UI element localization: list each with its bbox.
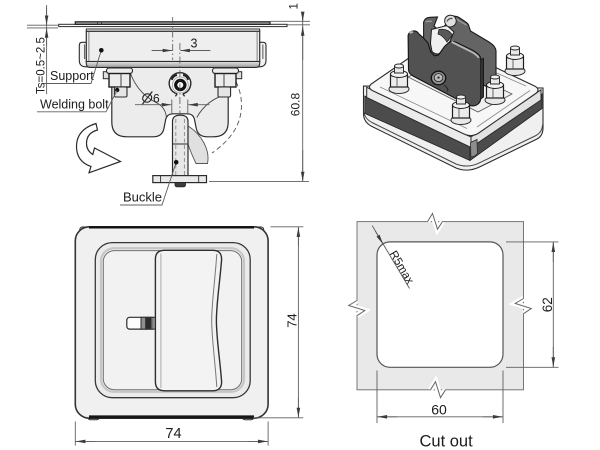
svg-text:3: 3	[191, 37, 198, 51]
svg-text:6: 6	[153, 91, 160, 105]
svg-text:1: 1	[289, 3, 301, 9]
svg-text:60.8: 60.8	[288, 93, 302, 117]
svg-text:Ts=0.5~2.5: Ts=0.5~2.5	[36, 37, 48, 94]
svg-text:Buckle: Buckle	[123, 190, 162, 205]
svg-text:74: 74	[284, 313, 299, 327]
svg-text:Cut out: Cut out	[420, 433, 474, 450]
svg-text:Support: Support	[50, 69, 94, 83]
svg-text:74: 74	[165, 426, 181, 442]
svg-text:60: 60	[431, 401, 447, 417]
svg-text:62: 62	[540, 297, 555, 312]
svg-text:Welding bolt: Welding bolt	[40, 98, 109, 112]
